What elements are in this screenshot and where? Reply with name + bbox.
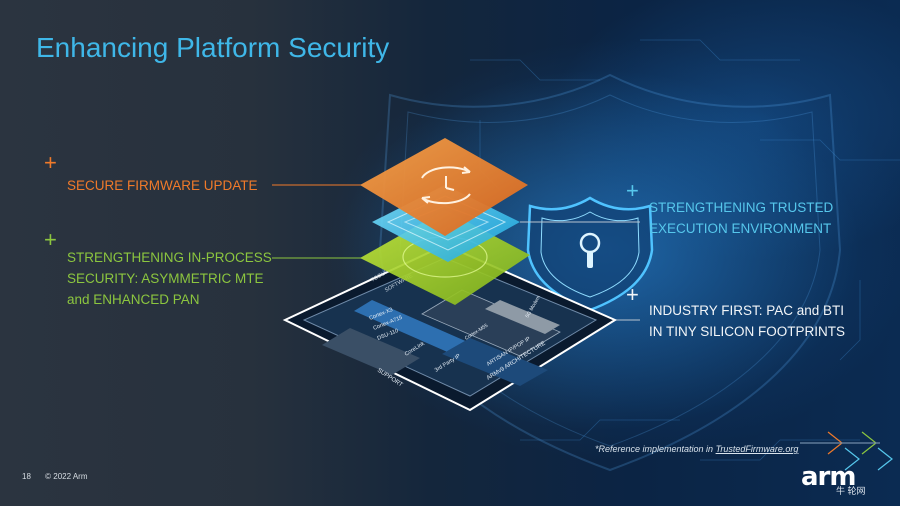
green-plus-icon: + <box>44 227 57 252</box>
copyright: © 2022 Arm <box>45 472 88 481</box>
trustedfirmware-link[interactable]: TrustedFirmware.org <box>715 444 799 454</box>
callout-industry-first: INDUSTRY FIRST: PAC and BTI IN TINY SILI… <box>649 300 845 342</box>
callout-line: EXECUTION ENVIRONMENT <box>649 221 832 236</box>
slide-footer: 18 © 2022 Arm <box>22 472 100 481</box>
callout-in-process-security: STRENGTHENING IN-PROCESS SECURITY: ASYMM… <box>67 247 272 310</box>
footnote-text: *Reference implementation in <box>595 444 716 454</box>
callout-line: IN TINY SILICON FOOTPRINTS <box>649 324 846 339</box>
callout-line: STRENGTHENING TRUSTED <box>649 200 834 215</box>
callout-line: STRENGTHENING IN-PROCESS <box>67 250 272 265</box>
chip-stack-illustration: SUPPORT ARMv9 ARCHITECTURE ARTISAN IP/PO… <box>282 138 618 412</box>
arm-logo: arm <box>801 462 856 492</box>
callout-secure-firmware: SECURE FIRMWARE UPDATE <box>67 175 258 196</box>
callout-line: INDUSTRY FIRST: PAC and BTI <box>649 303 845 318</box>
orange-plus-icon: + <box>44 150 57 175</box>
chevron-decoration <box>800 431 893 471</box>
callout-line: SECURITY: ASYMMETRIC MTE <box>67 271 264 286</box>
white-plus-icon: + <box>626 282 639 307</box>
page-number: 18 <box>22 472 31 481</box>
reference-footnote: *Reference implementation in TrustedFirm… <box>595 444 798 454</box>
callout-trusted-execution: STRENGTHENING TRUSTED EXECUTION ENVIRONM… <box>649 197 833 239</box>
callout-line: SECURE FIRMWARE UPDATE <box>67 178 258 193</box>
slide-title: Enhancing Platform Security <box>36 32 390 63</box>
circuit-traces <box>470 39 900 461</box>
callout-line: and ENHANCED PAN <box>67 292 200 307</box>
watermark: 牛 轮网 <box>836 486 866 496</box>
cyan-plus-icon: + <box>626 178 639 203</box>
